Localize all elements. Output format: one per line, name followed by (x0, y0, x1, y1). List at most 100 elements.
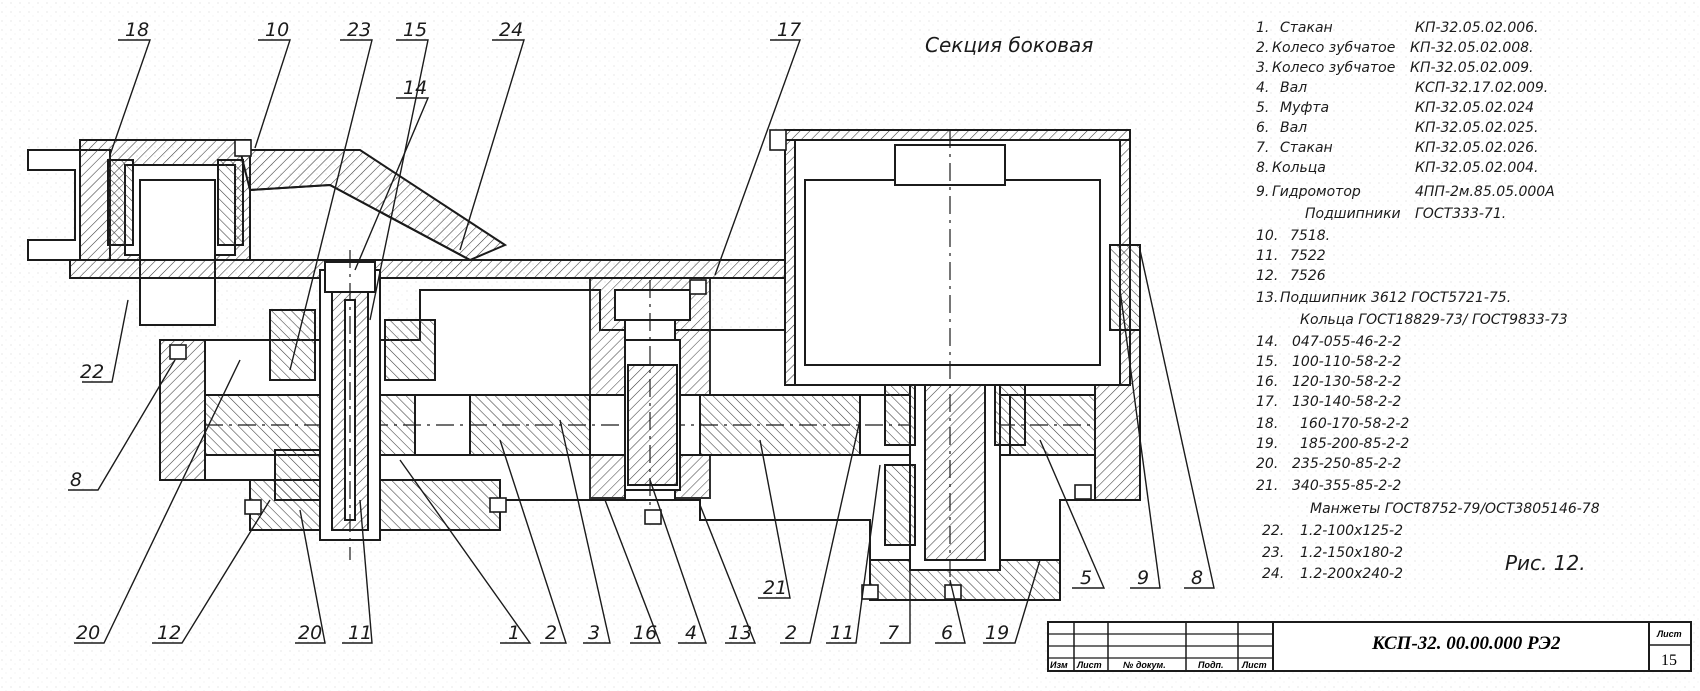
document-code: КСП-32. 00.00.000 РЭ2 (1371, 633, 1561, 654)
svg-text:КП-32.05.02.006.: КП-32.05.02.006. (1415, 20, 1538, 36)
svg-text:18.: 18. (1256, 416, 1278, 432)
spec-row: 5. Муфта КП-32.05.02.024 (1256, 100, 1534, 116)
svg-text:КП-32.05.02.008.: КП-32.05.02.008. (1410, 40, 1533, 56)
callout-8-right: 8 (1191, 567, 1203, 589)
spec-row: 17.130-140-58-2-2 (1256, 394, 1401, 410)
spec-row: 11.7522 (1256, 248, 1326, 264)
callout-19: 19 (985, 622, 1009, 644)
svg-text:100-110-58-2-2: 100-110-58-2-2 (1292, 354, 1401, 370)
svg-text:24.: 24. (1262, 566, 1284, 582)
svg-text:КП-32.05.02.024: КП-32.05.02.024 (1415, 100, 1534, 116)
stamp-col-docnum: № докум. (1123, 660, 1166, 670)
svg-text:13.: 13. (1256, 290, 1278, 306)
svg-text:21.: 21. (1256, 478, 1278, 494)
svg-text:185-200-85-2-2: 185-200-85-2-2 (1300, 436, 1409, 452)
stamp-col-podp: Подп. (1198, 660, 1224, 670)
svg-text:15.: 15. (1256, 354, 1278, 370)
callout-15: 15 (403, 19, 427, 41)
spec-row: 18.160-170-58-2-2 (1256, 416, 1409, 432)
svg-text:340-355-85-2-2: 340-355-85-2-2 (1292, 478, 1401, 494)
svg-text:Кольца: Кольца (1272, 160, 1326, 176)
svg-text:1.2-100x125-2: 1.2-100x125-2 (1300, 523, 1403, 539)
spec-row: 20. 235-250-85-2-2 (1256, 456, 1401, 472)
callout-6: 6 (941, 622, 953, 644)
callout-24: 24 (499, 19, 523, 41)
callout-11-a: 11 (348, 622, 372, 644)
svg-text:Муфта: Муфта (1280, 100, 1329, 116)
spec-row: 16. 120-130-58-2-2 (1256, 374, 1401, 390)
svg-text:1.2-150x180-2: 1.2-150x180-2 (1300, 545, 1403, 561)
svg-text:1.: 1. (1256, 20, 1269, 36)
svg-text:Подшипники: Подшипники (1305, 206, 1401, 222)
spec-row: 19.185-200-85-2-2 (1256, 436, 1409, 452)
spec-row: 13.Подшипник 3612 ГОСТ5721-75. (1256, 290, 1511, 306)
svg-text:7.: 7. (1256, 140, 1269, 156)
callout-12: 12 (157, 622, 181, 644)
svg-text:12.: 12. (1256, 268, 1278, 284)
svg-text:Колесо зубчатое: Колесо зубчатое (1272, 60, 1395, 76)
spec-row: 8.Кольца КП-32.05.02.004. (1256, 160, 1538, 176)
svg-text:3.: 3. (1256, 60, 1269, 76)
svg-text:Стакан: Стакан (1280, 20, 1333, 36)
svg-text:КП-32.05.02.026.: КП-32.05.02.026. (1415, 140, 1538, 156)
svg-text:22.: 22. (1262, 523, 1284, 539)
svg-text:Подшипник 3612 ГОСТ5721-75.: Подшипник 3612 ГОСТ5721-75. (1280, 290, 1511, 306)
callout-11-b: 11 (830, 622, 854, 644)
svg-text:20.: 20. (1256, 456, 1278, 472)
callout-5: 5 (1080, 567, 1092, 589)
callout-8-left: 8 (70, 469, 82, 491)
callout-14: 14 (403, 77, 427, 99)
spec-row: 1. Стакан КП-32.05.02.006. (1256, 20, 1538, 36)
svg-text:ГОСТ333-71.: ГОСТ333-71. (1415, 206, 1506, 222)
callout-16: 16 (633, 622, 657, 644)
svg-text:8.: 8. (1256, 160, 1269, 176)
svg-text:Манжеты ГОСТ8752-79/ОСТ3805146: Манжеты ГОСТ8752-79/ОСТ3805146-78 (1310, 501, 1600, 517)
callout-22: 22 (80, 361, 104, 383)
svg-text:120-130-58-2-2: 120-130-58-2-2 (1292, 374, 1401, 390)
svg-text:Вал: Вал (1280, 120, 1307, 136)
leader-lines (68, 39, 1215, 644)
svg-text:6.: 6. (1256, 120, 1269, 136)
svg-text:Кольца ГОСТ18829-73/ ГОСТ9833-: Кольца ГОСТ18829-73/ ГОСТ9833-73 (1300, 312, 1568, 328)
svg-text:Стакан: Стакан (1280, 140, 1333, 156)
spec-row: 12.7526 (1256, 268, 1326, 284)
callout-3: 3 (588, 622, 600, 644)
spec-row: 22. 1.2-100x125-2 (1262, 523, 1403, 539)
svg-text:14.: 14. (1256, 334, 1278, 350)
sheet-number: 15 (1661, 652, 1677, 669)
svg-text:7518.: 7518. (1290, 228, 1330, 244)
spec-row: Подшипники ГОСТ333-71. (1305, 206, 1506, 222)
spec-row: 14. 047-055-46-2-2 (1256, 334, 1401, 350)
svg-text:1.2-200x240-2: 1.2-200x240-2 (1300, 566, 1403, 582)
svg-text:5.: 5. (1256, 100, 1269, 116)
title-block (1047, 621, 1692, 672)
callout-2-a: 2 (545, 622, 557, 644)
callout-10: 10 (265, 19, 289, 41)
svg-text:047-055-46-2-2: 047-055-46-2-2 (1292, 334, 1401, 350)
svg-text:235-250-85-2-2: 235-250-85-2-2 (1292, 456, 1401, 472)
spec-row: 15. 100-110-58-2-2 (1256, 354, 1401, 370)
callout-13: 13 (728, 622, 752, 644)
callout-9: 9 (1137, 567, 1149, 589)
svg-text:16.: 16. (1256, 374, 1278, 390)
callout-2-b: 2 (785, 622, 797, 644)
callout-labels: 18 10 23 15 24 14 17 22 8 20 12 20 11 1 … (70, 19, 1203, 644)
spec-row: 7. Стакан КП-32.05.02.026. (1256, 140, 1538, 156)
svg-text:130-140-58-2-2: 130-140-58-2-2 (1292, 394, 1401, 410)
figure-label: Рис. 12. (1505, 551, 1586, 575)
stamp-col-data: Лист (1241, 660, 1267, 670)
callout-18: 18 (125, 19, 149, 41)
spec-list: 1. Стакан КП-32.05.02.006. 2.Колесо зубчат… (1256, 20, 1600, 582)
svg-text:4ПП-2м.85.05.000А: 4ПП-2м.85.05.000А (1415, 184, 1555, 200)
gearbox-section (27, 129, 1141, 601)
stamp-col-izm: Изм (1050, 660, 1068, 670)
svg-text:11.: 11. (1256, 248, 1278, 264)
svg-text:КП-32.05.02.004.: КП-32.05.02.004. (1415, 160, 1538, 176)
svg-text:9.: 9. (1256, 184, 1269, 200)
callout-20-b: 20 (298, 622, 322, 644)
sheet-label: Лист (1656, 629, 1682, 639)
